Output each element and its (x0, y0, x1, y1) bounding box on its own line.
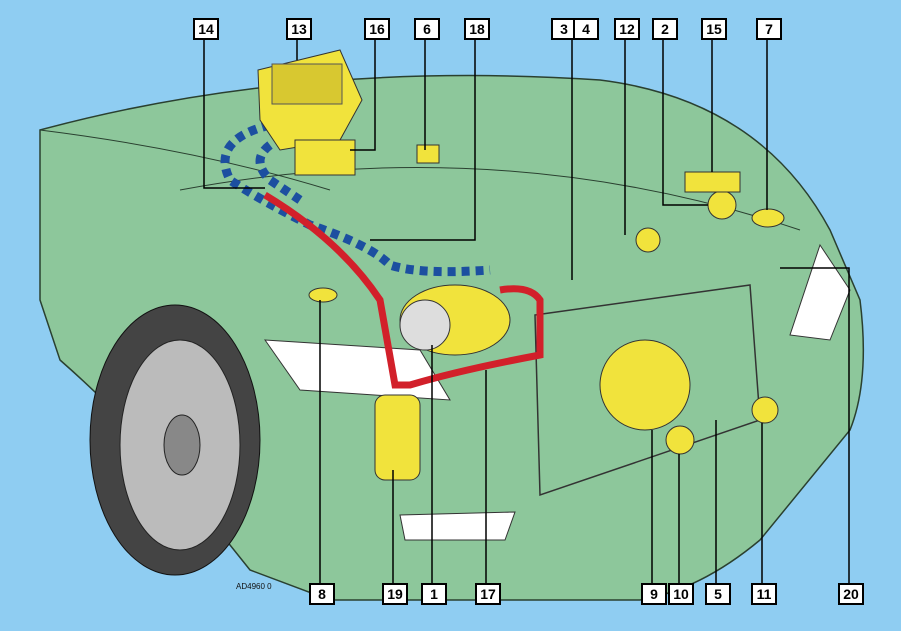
callout-15: 15 (701, 18, 727, 40)
relay-box-15 (684, 171, 741, 193)
blower-unit-16 (294, 139, 356, 176)
callout-5: 5 (705, 583, 731, 605)
evaporator-core (271, 63, 343, 105)
callout-6: 6 (414, 18, 440, 40)
callout-1: 1 (421, 583, 447, 605)
sensor-11 (751, 396, 779, 424)
callout-2: 2 (652, 18, 678, 40)
high-pressure-hose (263, 191, 544, 389)
leader-lines (203, 38, 850, 583)
callout-14: 14 (193, 18, 219, 40)
sensor-12 (635, 227, 661, 253)
sensor-7 (751, 208, 785, 228)
callout-16: 16 (364, 18, 390, 40)
lower-grille (399, 511, 516, 541)
sensor-10 (665, 425, 695, 455)
sensor-8 (308, 287, 338, 303)
wheel-hub (163, 414, 201, 476)
callout-18: 18 (464, 18, 490, 40)
callout-17: 17 (475, 583, 501, 605)
callout-10: 10 (668, 583, 694, 605)
callout-9: 9 (641, 583, 667, 605)
receiver-drier-19 (374, 394, 421, 481)
callout-20: 20 (838, 583, 864, 605)
callout-12: 12 (614, 18, 640, 40)
callout-8: 8 (309, 583, 335, 605)
callout-7: 7 (756, 18, 782, 40)
compressor-pulley (399, 299, 451, 351)
pump-2 (707, 190, 737, 220)
cooling-fan-9 (599, 339, 691, 431)
callout-11: 11 (751, 583, 777, 605)
reference-code: AD4960 0 (236, 582, 272, 591)
callout-19: 19 (382, 583, 408, 605)
callout-13: 13 (286, 18, 312, 40)
sensor-6 (416, 144, 440, 164)
windshield-line (39, 129, 331, 191)
callout-4: 4 (573, 18, 599, 40)
low-pressure-hose-2 (255, 141, 303, 204)
